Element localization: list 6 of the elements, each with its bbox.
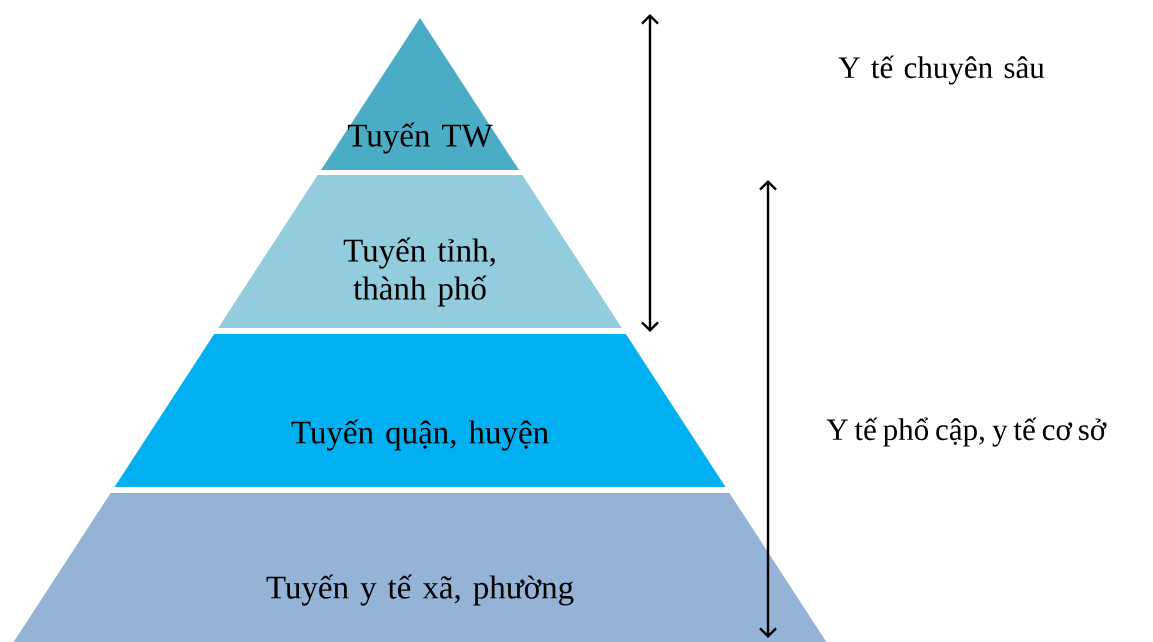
pyramid-band: Tuyến y tế xã, phường: [13, 493, 827, 642]
pyramid-band: Tuyến quận, huyện: [114, 334, 726, 487]
pyramid-band: Tuyến tỉnh, thành phố: [218, 175, 622, 328]
range-label: Y tế chuyên sâu: [838, 55, 1045, 85]
range-label: Y tế phổ cập, y tế cơ sở: [826, 417, 1107, 447]
pyramid-band: Tuyến TW: [321, 18, 519, 170]
